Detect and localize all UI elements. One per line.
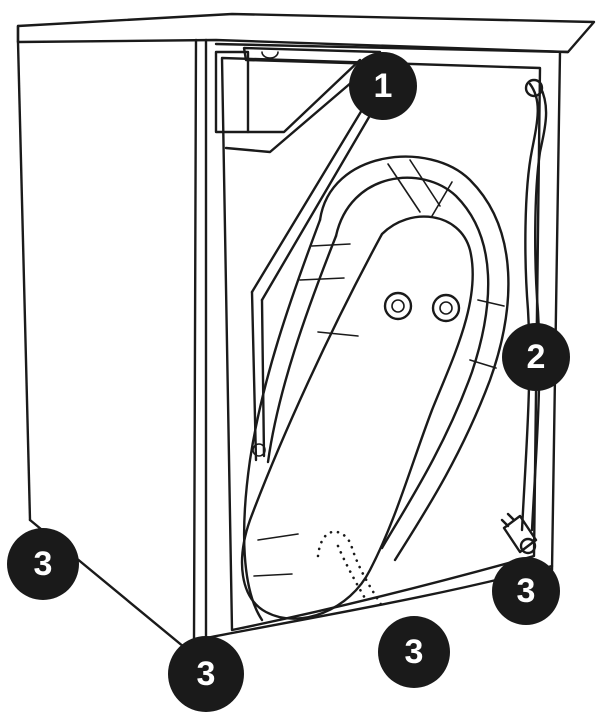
callout-label: 3 (34, 545, 53, 583)
power-cord (520, 78, 548, 532)
callout-label: 3 (517, 572, 536, 610)
callout-3-left: 3 (7, 528, 79, 600)
callout-label: 2 (527, 338, 546, 376)
callout-label: 3 (405, 633, 424, 671)
callout-3-front-corner: 3 (168, 636, 244, 712)
vent-cover-plate (240, 215, 474, 620)
callout-label: 3 (197, 655, 216, 693)
callout-3-rear-right: 3 (492, 557, 560, 625)
callout-1: 1 (349, 52, 417, 120)
callout-label: 1 (374, 67, 393, 105)
callout-3-rear-center: 3 (378, 616, 450, 688)
power-plug (500, 512, 538, 555)
callout-2: 2 (502, 323, 570, 391)
exhaust-duct-loop (242, 155, 510, 622)
